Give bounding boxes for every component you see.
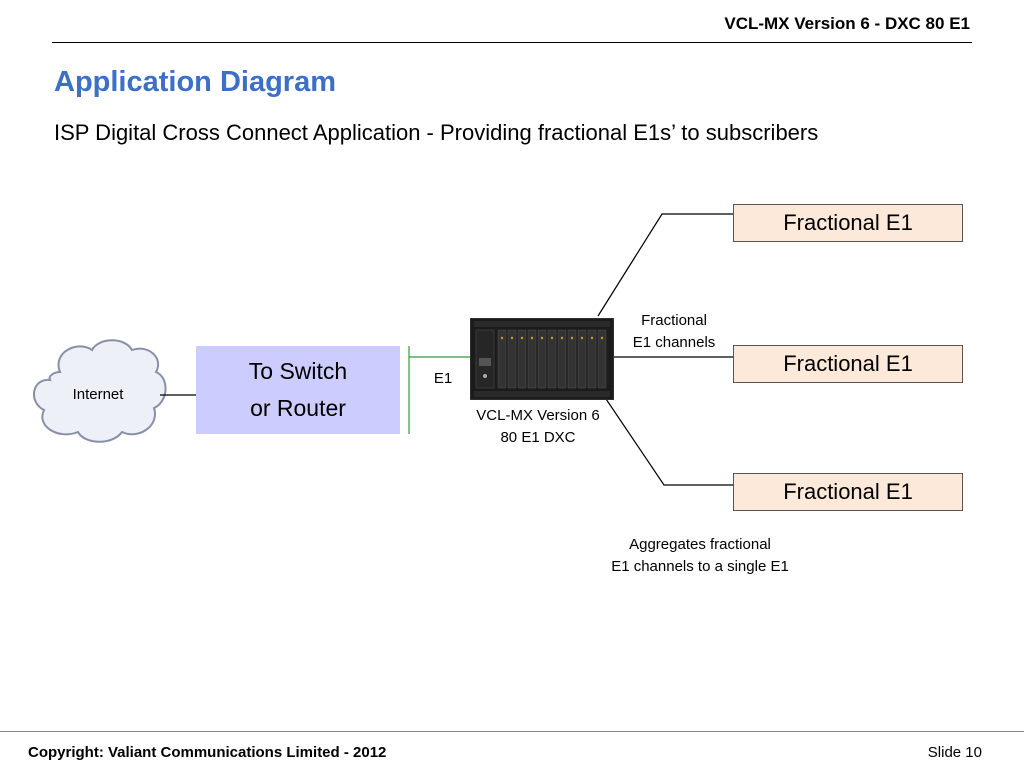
channels-label: Fractional E1 channels: [612, 310, 736, 354]
channels-label-line1: Fractional: [641, 312, 707, 329]
router-label-line2: or Router: [250, 395, 346, 421]
slide-title: Application Diagram: [54, 66, 336, 98]
link-line-bottom: [603, 395, 733, 486]
aggregate-note-line2: E1 channels to a single E1: [611, 558, 789, 575]
header-divider: [52, 42, 972, 43]
aggregate-note-line1: Aggregates fractional: [629, 536, 771, 553]
fractional-e1-box-1: Fractional E1: [733, 204, 963, 242]
fractional-e1-box-3: Fractional E1: [733, 473, 963, 511]
footer-divider: [0, 731, 1024, 732]
e1-link-label: E1: [433, 370, 453, 387]
internet-label: Internet: [72, 386, 124, 403]
footer-copyright: Copyright: Valiant Communications Limite…: [28, 744, 387, 761]
switch-router-box: To Switch or Router: [196, 346, 400, 434]
slide-subtitle: ISP Digital Cross Connect Application - …: [54, 120, 819, 145]
router-label-line1: To Switch: [248, 358, 348, 384]
internet-cloud-icon: [33, 339, 167, 443]
slide-number: Slide 10: [927, 744, 982, 761]
channels-label-line2: E1 channels: [632, 334, 716, 351]
device-label-line1: VCL-MX Version 6: [476, 407, 600, 424]
header-title: VCL-MX Version 6 - DXC 80 E1: [724, 14, 970, 33]
device-label-line2: 80 E1 DXC: [500, 429, 576, 446]
link-line-top: [597, 213, 733, 317]
aggregate-note: Aggregates fractional E1 channels to a s…: [580, 534, 820, 578]
device-label: VCL-MX Version 6 80 E1 DXC: [448, 405, 628, 449]
dxc-device-icon: [470, 318, 614, 400]
fractional-e1-box-2: Fractional E1: [733, 345, 963, 383]
